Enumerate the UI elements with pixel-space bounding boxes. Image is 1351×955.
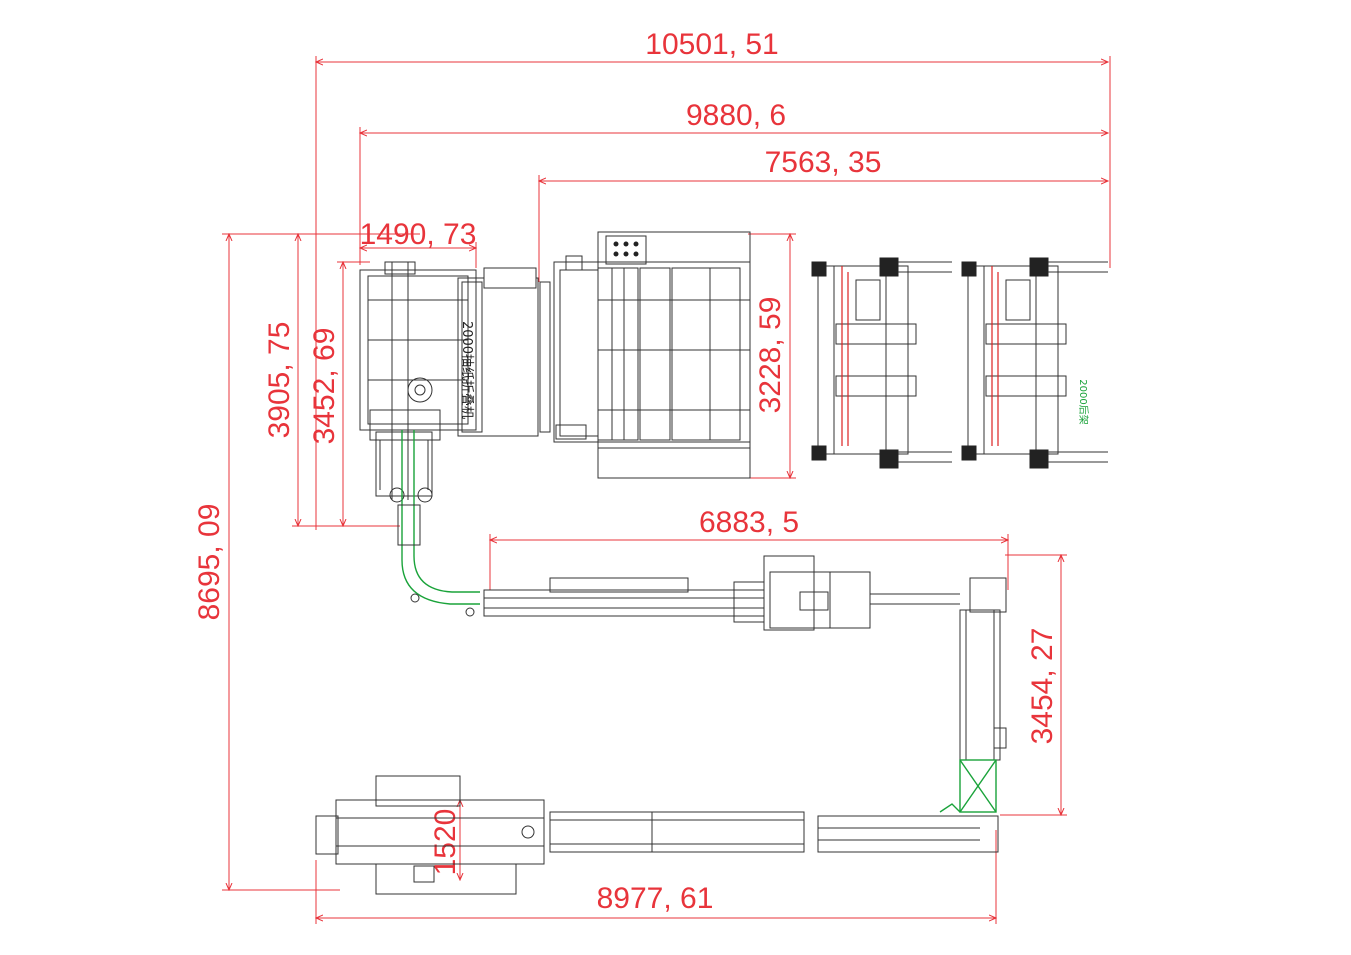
dim-top-second: 9880, 6	[686, 99, 786, 132]
dim-right-vertical: 3454, 27	[1026, 628, 1059, 745]
dim-top-small: 1490, 73	[360, 218, 477, 251]
dim-top-third: 7563, 35	[765, 146, 882, 179]
dim-bottom-small: 1520	[429, 809, 462, 876]
machine-vertical-text: 2000抽纸折叠机	[459, 321, 474, 419]
dim-middle-conveyor: 6883, 5	[699, 506, 799, 539]
dim-left-third: 3452, 69	[308, 328, 341, 445]
rear-rack-1	[811, 257, 952, 469]
folding-machine: 2000抽纸折叠机	[359, 261, 551, 503]
bottom-line	[315, 775, 999, 895]
dim-left-overall: 8695, 09	[193, 504, 226, 621]
green-chute	[397, 430, 480, 617]
dim-top-overall: 10501, 51	[645, 28, 778, 61]
dim-bottom-overall: 8977, 61	[597, 882, 714, 915]
rear-rack-2: 2000后架	[961, 257, 1108, 469]
rack-label: 2000后架	[1077, 379, 1089, 424]
main-machine	[553, 231, 751, 479]
dimension-lines	[222, 56, 1111, 924]
dim-left-second: 3905, 75	[263, 322, 296, 439]
green-transfer	[939, 759, 997, 813]
dim-right-machine-height: 3228, 59	[754, 297, 787, 414]
middle-conveyor	[483, 555, 1007, 761]
